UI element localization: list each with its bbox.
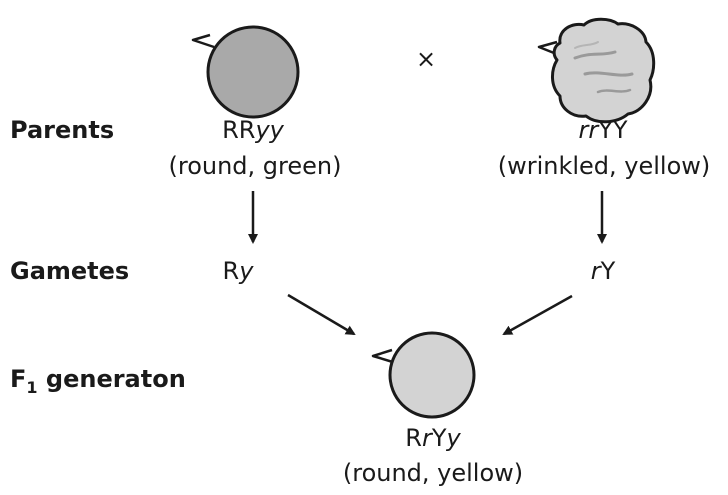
round-seed-icon xyxy=(191,25,300,119)
parent-right-genotype: rrYY xyxy=(578,116,627,144)
parent-left-genotype: RRyy xyxy=(222,116,285,144)
arrow-left-diagonal xyxy=(287,293,356,336)
parent-right-seed xyxy=(551,17,656,124)
wrinkled-seed-icon xyxy=(537,17,656,124)
cross-symbol: × xyxy=(416,45,436,73)
parent-left-seed xyxy=(206,25,300,119)
arrow-right-diagonal xyxy=(502,294,573,336)
offspring-seed xyxy=(388,331,476,419)
offspring-phenotype: (round, yellow) xyxy=(343,459,523,487)
gamete-right: rY xyxy=(591,257,616,285)
gametes-label: Gametes xyxy=(10,257,129,285)
gamete-left: Ry xyxy=(223,257,255,285)
offspring-genotype: RrYy xyxy=(405,424,461,452)
parent-left-phenotype: (round, green) xyxy=(169,152,342,180)
parents-label: Parents xyxy=(10,116,114,144)
parent-right-phenotype: (wrinkled, yellow) xyxy=(498,152,711,180)
f1-generation-label: F1 generaton xyxy=(10,365,186,397)
round-seed-icon xyxy=(371,331,476,419)
